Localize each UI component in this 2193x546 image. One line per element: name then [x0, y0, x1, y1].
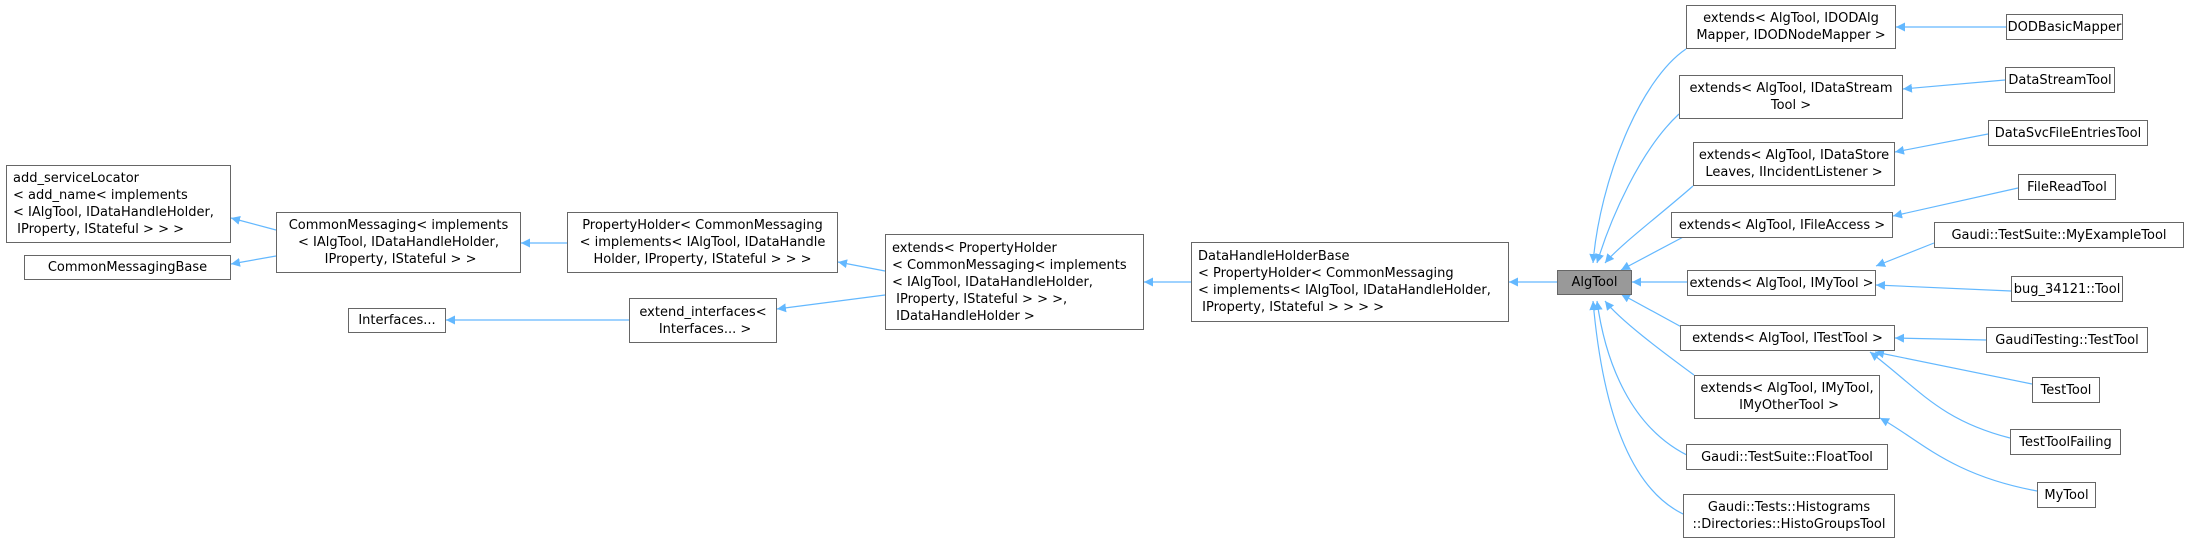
node-data-svc-file-entries-tool[interactable]: DataSvcFileEntriesTool: [1988, 120, 2148, 146]
node-interfaces[interactable]: Interfaces...: [348, 308, 446, 333]
node-alg-tool[interactable]: AlgTool: [1557, 270, 1632, 295]
edge-test-tool-failing-to-ext-itest: [1869, 351, 2011, 439]
edge-ext-idatastream-to-algtool: [1595, 113, 1680, 264]
edge-histo-groups-to-algtool: [1589, 300, 1691, 518]
node-common-messaging[interactable]: CommonMessaging< implements < IAlgTool, …: [276, 212, 521, 273]
edge-file-read-tool-to-ext: [1892, 187, 2019, 219]
edge-ext-idod-to-algtool: [1589, 48, 1687, 264]
node-test-tool[interactable]: TestTool: [2032, 377, 2100, 403]
edge-ext-itesttool-to-algtool: [1620, 293, 1688, 331]
edge-ext-imyother-to-algtool: [1604, 300, 1695, 376]
node-ext-idatastore[interactable]: extends< AlgTool, IDataStore Leaves, IIn…: [1693, 142, 1895, 186]
node-data-stream-tool[interactable]: DataStreamTool: [2005, 67, 2115, 93]
node-ext-imytool[interactable]: extends< AlgTool, IMyTool >: [1687, 270, 1876, 296]
edge-my-example-tool-to-ext-imy: [1875, 242, 1935, 267]
node-common-messaging-base[interactable]: CommonMessagingBase: [24, 255, 231, 280]
node-ext-idatastream[interactable]: extends< AlgTool, IDataStream Tool >: [1679, 75, 1903, 119]
node-float-tool[interactable]: Gaudi::TestSuite::FloatTool: [1686, 444, 1888, 470]
edge-bug-tool-to-ext-imy: [1875, 280, 2012, 292]
edge-gaudi-testing-to-ext-itest: [1894, 333, 1987, 343]
edge-common-messaging-to-common-messaging-base: [230, 255, 277, 267]
edge-extends-to-property-holder: [837, 259, 886, 272]
node-extends-property-holder[interactable]: extends< PropertyHolder < CommonMessagin…: [885, 234, 1144, 330]
edge-float-tool-to-algtool: [1593, 300, 1694, 459]
node-my-example-tool[interactable]: Gaudi::TestSuite::MyExampleTool: [1934, 222, 2184, 248]
node-histo-groups-tool[interactable]: Gaudi::Tests::Histograms ::Directories::…: [1683, 494, 1895, 538]
node-ext-idod[interactable]: extends< AlgTool, IDODAlg Mapper, IDODNo…: [1686, 5, 1896, 49]
node-dod-basic-mapper[interactable]: DODBasicMapper: [2006, 14, 2123, 40]
node-test-tool-failing[interactable]: TestToolFailing: [2010, 429, 2121, 455]
node-data-handle-holder-base[interactable]: DataHandleHolderBase < PropertyHolder< C…: [1191, 242, 1509, 322]
edge-test-tool-to-ext-itest: [1874, 349, 2033, 385]
node-bug-tool[interactable]: bug_34121::Tool: [2011, 276, 2123, 302]
node-extend-interfaces[interactable]: extend_interfaces< Interfaces... >: [629, 298, 777, 343]
edge-ext-ifileaccess-to-algtool: [1620, 234, 1688, 271]
node-ext-itesttool[interactable]: extends< AlgTool, ITestTool >: [1680, 325, 1895, 351]
edge-common-messaging-to-add-service-locator: [230, 215, 277, 231]
node-my-tool[interactable]: MyTool: [2037, 482, 2096, 508]
edge-data-stream-tool-to-ext: [1902, 79, 2006, 93]
node-file-read-tool[interactable]: FileReadTool: [2018, 174, 2116, 200]
edge-data-svc-file-to-ext: [1894, 133, 1989, 155]
node-ext-ifileaccess[interactable]: extends< AlgTool, IFileAccess >: [1671, 212, 1893, 238]
node-ext-imyother[interactable]: extends< AlgTool, IMyTool, IMyOtherTool …: [1694, 375, 1880, 419]
node-add-service-locator[interactable]: add_serviceLocator < add_name< implement…: [6, 165, 231, 243]
edge-ext-idatastore-to-algtool: [1604, 185, 1694, 264]
node-property-holder[interactable]: PropertyHolder< CommonMessaging < implem…: [567, 212, 838, 273]
edge-extends-to-extend-interfaces: [776, 294, 886, 313]
node-gaudi-testing-test-tool[interactable]: GaudiTesting::TestTool: [1986, 327, 2148, 353]
edge-my-tool-to-ext-imyother: [1879, 417, 2038, 492]
